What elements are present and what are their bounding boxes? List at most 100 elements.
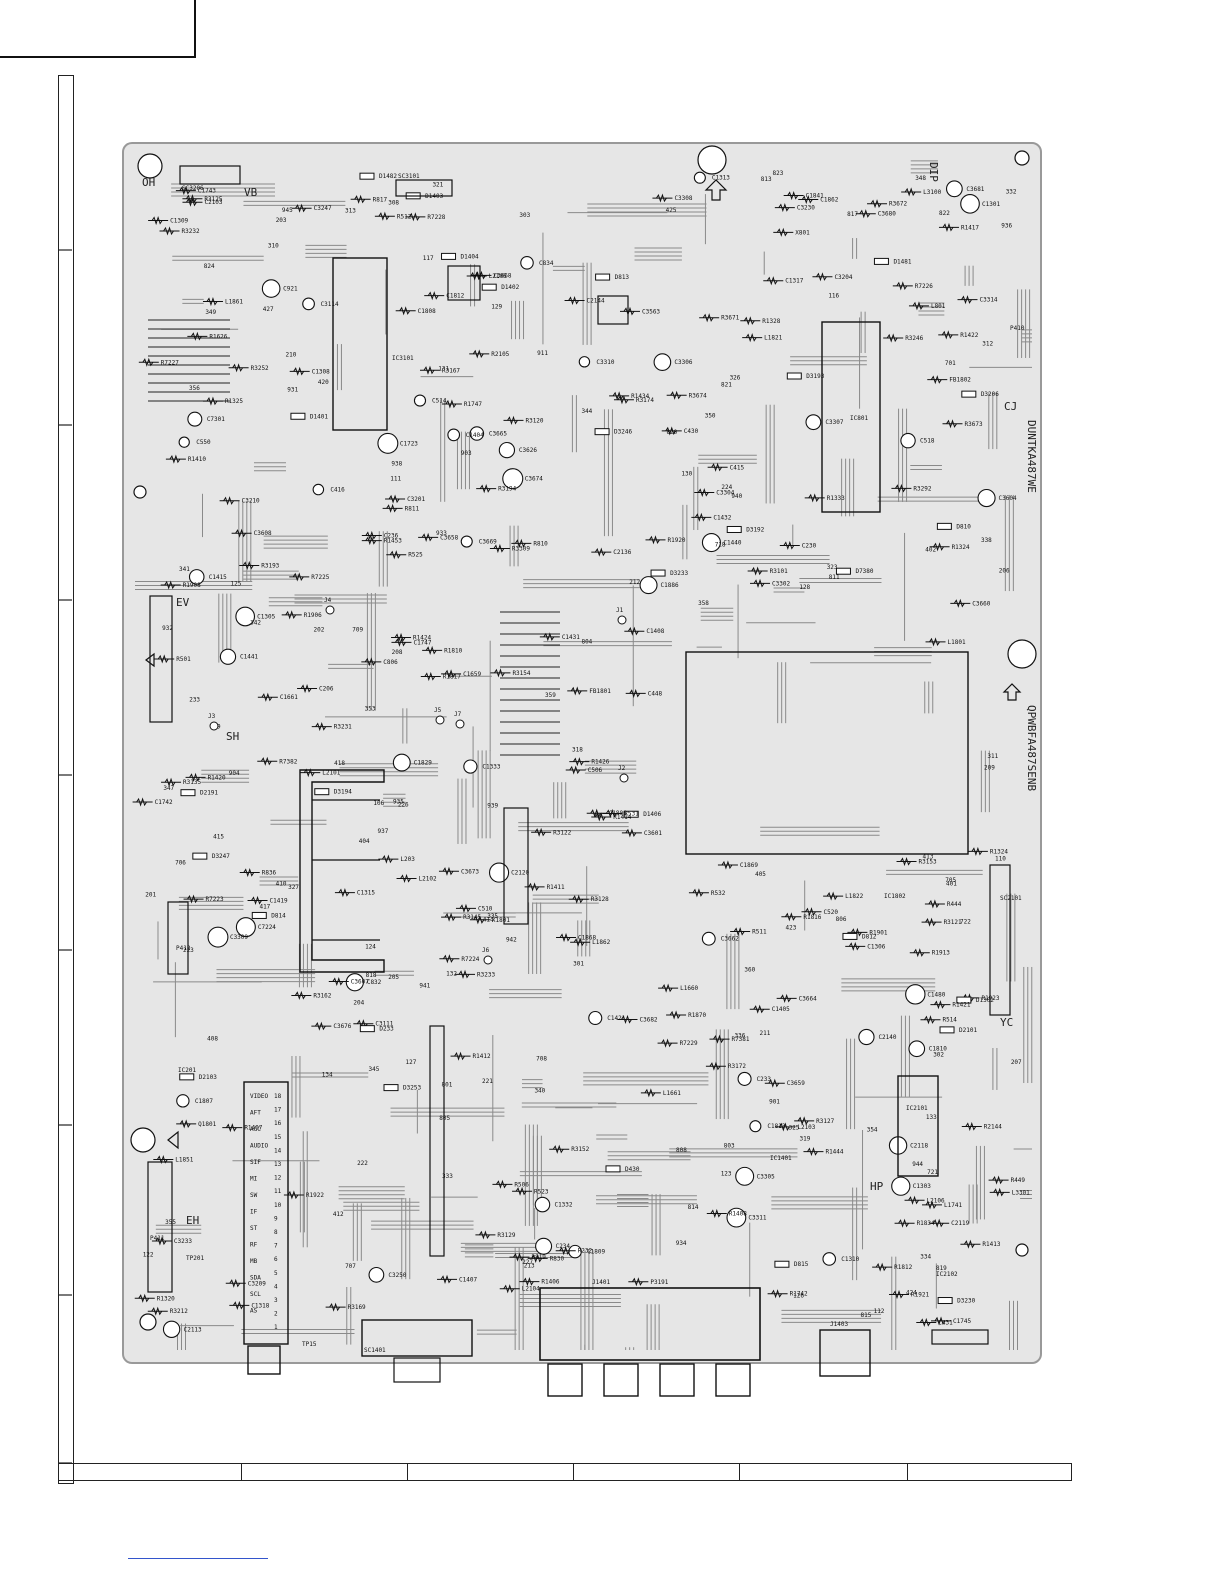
resistor-part — [783, 190, 804, 201]
component-label: L1660 — [680, 985, 698, 992]
component-label: L801 — [931, 303, 946, 310]
component-label: R7382 — [279, 758, 297, 765]
component-label: C1407 — [459, 1276, 477, 1283]
net-label: 226 — [398, 801, 409, 808]
net-label: 420 — [318, 379, 329, 386]
component-label: R1817 — [443, 673, 461, 680]
net-label: 824 — [204, 263, 215, 270]
net-label: 354 — [867, 1126, 878, 1133]
mount-hole — [1007, 639, 1037, 669]
resistor-part — [222, 1123, 243, 1133]
tuner-pin-label: SW — [250, 1192, 258, 1199]
resistor-part — [942, 419, 963, 429]
component-label: C1747 — [413, 639, 431, 646]
net-label: 213 — [524, 1263, 535, 1270]
net-label: 342 — [250, 620, 261, 627]
resistor-part — [187, 331, 208, 341]
component-label: C3665 — [489, 430, 507, 437]
capacitor-part — [535, 1237, 553, 1255]
resistor-part — [625, 688, 646, 699]
component-label: C3204 — [834, 274, 852, 281]
tuner-pin-number: 4 — [274, 1283, 278, 1290]
board-marker-label: EV — [176, 596, 190, 609]
component-label: R1870 — [688, 1012, 706, 1019]
resistor-part — [161, 777, 182, 787]
diode-part — [441, 252, 457, 260]
test-point — [209, 721, 219, 731]
component-label: C1862 — [820, 197, 838, 204]
component-label: R1816 — [803, 914, 821, 921]
diode-part — [192, 852, 208, 860]
component-label: C518 — [920, 438, 935, 445]
net-label: 402 — [925, 546, 936, 553]
component-label: C3682 — [639, 1016, 657, 1023]
component-label: D2101 — [959, 1027, 977, 1034]
component-label: R1325 — [225, 398, 243, 405]
resistor-part — [519, 1277, 540, 1287]
component-label: D1481 — [893, 258, 911, 265]
net-label: 221 — [482, 1078, 493, 1085]
diode-part — [290, 412, 306, 420]
pcb-parts — [132, 171, 1010, 1339]
resistor-part — [490, 668, 511, 678]
tuner-pin-number: 15 — [274, 1134, 282, 1141]
diode-part — [835, 567, 851, 575]
capacitor-part — [176, 1094, 190, 1108]
pcb-traces — [135, 160, 1033, 1350]
ic-2101 — [897, 1075, 939, 1177]
arrow-marker — [145, 652, 155, 668]
capacitor-part — [726, 1207, 747, 1228]
component-label: R3169 — [348, 1304, 366, 1311]
component-label: X1801 — [492, 917, 510, 924]
net-label: 705 — [945, 877, 956, 884]
tuner-pin-label: IF — [250, 1209, 258, 1216]
net-label: 345 — [369, 1066, 380, 1073]
connector-sc2101 — [989, 864, 1011, 1016]
resistor-part — [405, 212, 426, 222]
net-label: 224 — [721, 484, 732, 491]
test-point-label: J4 — [324, 597, 332, 604]
heatsink-outline — [299, 769, 385, 973]
connector-label: P410 — [1010, 325, 1025, 332]
net-label: 111 — [390, 476, 401, 483]
net-label: 347 — [163, 785, 174, 792]
capacitor-part — [822, 1252, 837, 1266]
component-label: C1308 — [312, 368, 330, 375]
resistor-part — [617, 1014, 638, 1025]
diode-part — [359, 1025, 375, 1033]
component-label: C3114 — [321, 301, 339, 308]
net-label: 321 — [432, 181, 443, 188]
tuner-pin-label: RF — [250, 1242, 258, 1249]
net-label: 326 — [730, 374, 741, 381]
component-label: C415 — [730, 464, 745, 471]
capacitor-part — [235, 917, 256, 938]
component-label: D3233 — [670, 570, 688, 577]
component-label: D2191 — [200, 790, 218, 797]
resistor-part — [281, 610, 302, 620]
component-label: C1315 — [357, 890, 375, 897]
resistor-part — [891, 483, 912, 494]
net-label: 117 — [423, 255, 434, 262]
resistor-part — [929, 1218, 950, 1228]
ic-label: IC801 — [850, 415, 868, 422]
resistor-part — [183, 894, 204, 904]
component-label: C3660 — [972, 600, 990, 607]
component-label: C1404 — [466, 432, 484, 439]
resistor-part — [742, 333, 763, 343]
component-label: D3253 — [403, 1085, 421, 1092]
tuner-pin-number: 5 — [274, 1270, 278, 1277]
component-label: R3174 — [636, 397, 654, 404]
resistor-part — [185, 772, 206, 782]
component-label: C3604 — [999, 495, 1017, 502]
capacitor-part — [960, 194, 980, 214]
resistor-part — [750, 578, 771, 588]
component-label: R449 — [1011, 1177, 1026, 1184]
mount-hole — [1015, 1243, 1029, 1257]
jack-2 — [603, 1363, 639, 1397]
component-label: C3310 — [596, 359, 614, 366]
resistor-part — [151, 1236, 172, 1246]
resistor-part — [855, 209, 876, 219]
component-label: D1482 — [379, 173, 397, 180]
component-label: R512 — [397, 213, 412, 220]
component-label: R1742 — [790, 1291, 808, 1298]
